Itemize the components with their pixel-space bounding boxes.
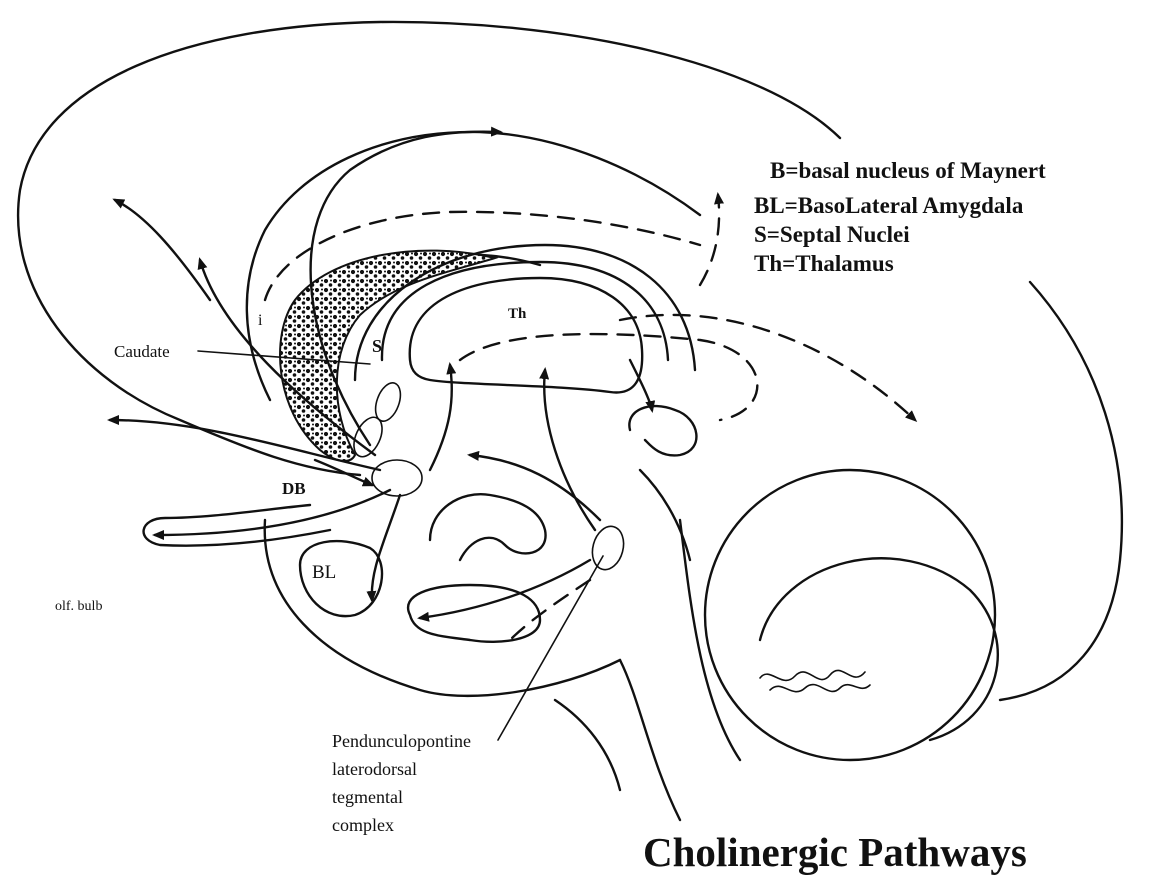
fourth-ventricle-squiggle-2 <box>770 685 870 692</box>
label-ppt-line4: complex <box>332 815 394 835</box>
brain-outline <box>18 22 840 475</box>
projection-arrow-ppt-thalamus <box>544 370 595 530</box>
label-basolateral: BL <box>312 562 336 583</box>
legend-basolateral-amygdala: BL=BasoLateral Amygdala <box>754 193 1024 218</box>
thalamus <box>410 278 642 393</box>
brainstem-anterior <box>620 660 680 820</box>
dashed-projection-occipital <box>620 315 915 420</box>
olfactory-bulb <box>144 505 330 546</box>
legend-thalamus: Th=Thalamus <box>754 251 894 276</box>
label-olfactory-bulb: olf. bulb <box>55 599 102 614</box>
projection-arrow-dorsal <box>115 200 210 300</box>
hypothalamus-fold <box>430 494 546 560</box>
brainstem-fold <box>629 406 696 455</box>
brain-outline-posterior <box>1000 282 1122 700</box>
ppt-leader-line <box>498 556 603 740</box>
dashed-projection-loop <box>460 334 757 420</box>
projection-arrow-amygdala <box>372 495 400 600</box>
label-db: DB <box>282 479 306 498</box>
fourth-ventricle-squiggle <box>760 670 865 680</box>
basal-nucleus-b <box>372 460 422 496</box>
cerebellum <box>705 470 995 760</box>
projection-arrow-ppt-basal <box>470 455 600 520</box>
cerebellum-lobe <box>760 558 998 740</box>
brainstem-base <box>555 700 620 790</box>
label-caudate: Caudate <box>114 342 170 361</box>
temporal-lobe <box>265 520 620 696</box>
projection-arrow-db <box>315 460 372 485</box>
dashed-projection-ppt <box>510 580 590 640</box>
label-ppt-line2: laterodorsal <box>332 759 417 779</box>
diagram-title: Cholinergic Pathways <box>643 829 1027 875</box>
legend-septal-nuclei: S=Septal Nuclei <box>754 222 910 247</box>
projection-arrow-olfactory <box>155 490 390 535</box>
label-i: i <box>258 312 263 329</box>
caudate-nucleus <box>280 251 495 461</box>
dashed-projection-upper <box>700 195 719 285</box>
label-ppt-line1: Pendunculopontine <box>332 731 471 751</box>
label-septal: S <box>372 336 382 356</box>
legend-basal-nucleus: B=basal nucleus of Maynert <box>770 158 1046 183</box>
label-ppt-line3: tegmental <box>332 787 403 807</box>
label-thalamus: Th <box>508 306 527 322</box>
